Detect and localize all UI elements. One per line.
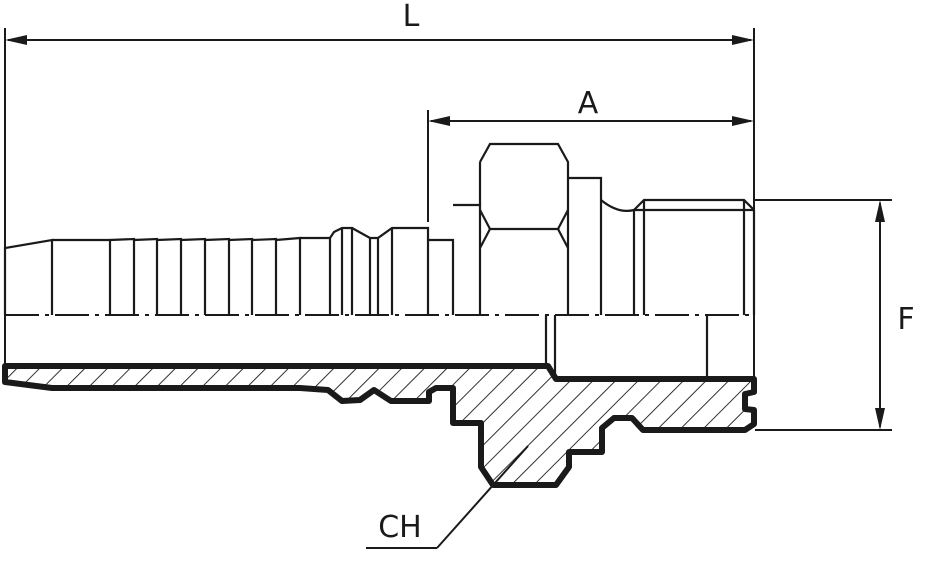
- barb-1: [52, 238, 112, 315]
- barb-7: [228, 237, 254, 315]
- shoulder-2: [453, 203, 482, 315]
- dimension-l: L: [4, 0, 755, 380]
- hex-mid-face: [479, 209, 569, 231]
- ch-leader-line: [436, 445, 529, 549]
- barb-9: [275, 236, 302, 315]
- label-ch: CH: [378, 510, 422, 545]
- dimension-f: F: [755, 199, 915, 431]
- shoulder-1: [428, 238, 455, 315]
- barb-5: [180, 237, 207, 315]
- arrow-right-icon: [732, 35, 754, 45]
- groove: [351, 227, 380, 315]
- arrow-a-right-icon: [732, 116, 754, 126]
- barb-6: [204, 237, 231, 315]
- barb-10: [300, 236, 332, 315]
- dimension-a: A: [427, 86, 754, 222]
- label-f: F: [897, 302, 914, 337]
- arrow-f-bottom-icon: [875, 408, 885, 430]
- tail-tip: [3, 238, 54, 315]
- hex-nut: [479, 142, 570, 315]
- barb-8: [251, 237, 278, 315]
- neck: [568, 176, 603, 315]
- thread-section: [633, 198, 756, 315]
- ch-callout: CH: [366, 445, 529, 549]
- barb-4: [156, 237, 183, 315]
- fitting-section-view: [2, 315, 757, 488]
- label-a: A: [578, 86, 599, 121]
- label-l: L: [403, 0, 420, 34]
- barb-2: [109, 237, 136, 315]
- arrow-left-icon: [5, 35, 27, 45]
- arrow-f-top-icon: [875, 200, 885, 222]
- arrow-a-left-icon: [428, 116, 450, 126]
- fitting-exterior-view: [3, 142, 756, 315]
- undercut: [600, 199, 636, 315]
- section-outline: [2, 363, 757, 488]
- collar-2: [377, 226, 430, 315]
- bore-step-2: [553, 315, 709, 380]
- hex-lower-chamfer: [479, 228, 569, 249]
- thread-lines: [634, 200, 754, 315]
- barb-3: [133, 237, 159, 315]
